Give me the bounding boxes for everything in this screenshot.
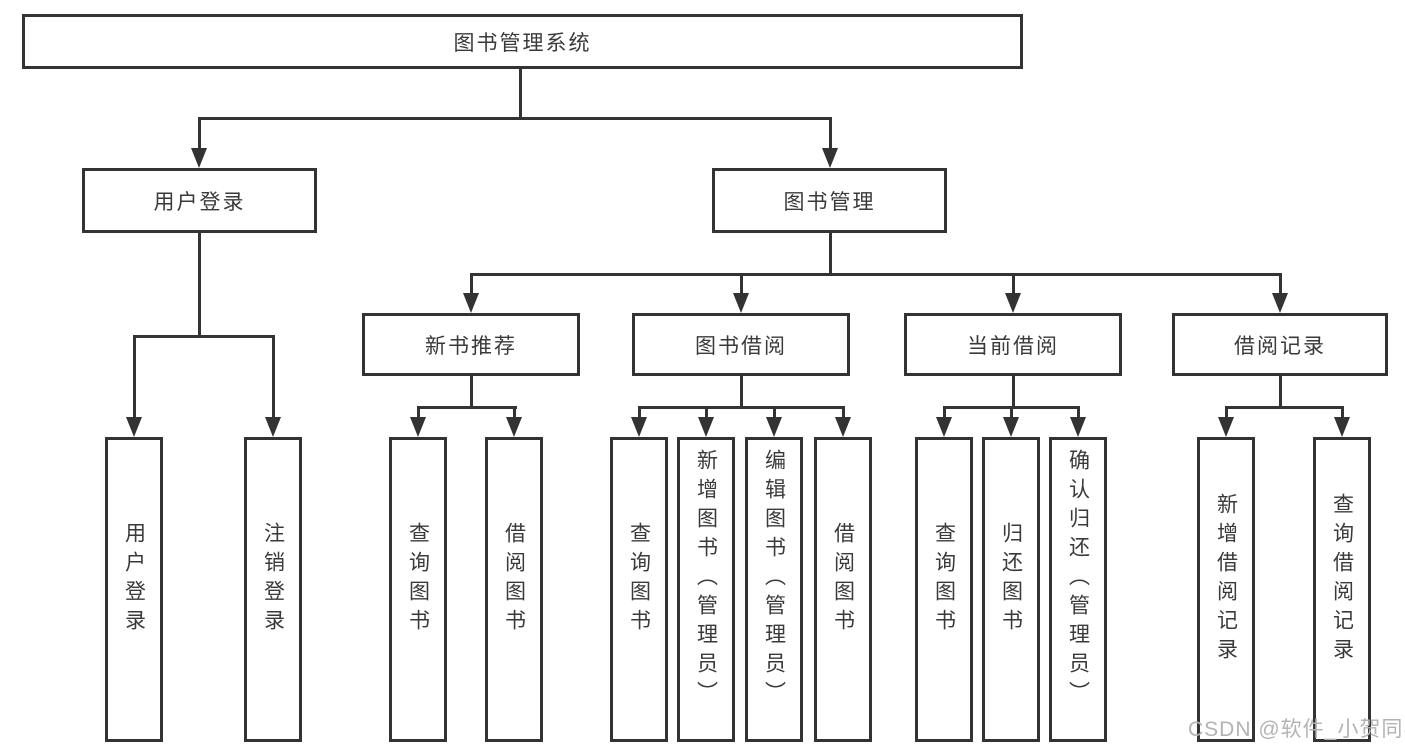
connector-drop-borrow-record xyxy=(1279,273,1282,295)
connector-drop-cb-return xyxy=(1010,406,1013,419)
node-user-login-label: 用户登录 xyxy=(153,190,246,214)
leaf-user-login: 用户登录 xyxy=(105,437,163,742)
arrowhead-book-borrow xyxy=(733,293,749,313)
node-book-borrow: 图书借阅 xyxy=(632,313,850,376)
arrowhead-br-query xyxy=(1334,417,1350,437)
connector-new-book-recommend-branch xyxy=(417,406,517,409)
arrowhead-bb-edit xyxy=(766,417,782,437)
leaf-borrow-edit-book-label: 编辑图书（管理员） xyxy=(762,449,786,710)
connector-drop-book-management xyxy=(829,117,832,150)
leaf-recommend-query-book: 查询图书 xyxy=(389,437,447,742)
node-borrow-record: 借阅记录 xyxy=(1172,313,1388,376)
leaf-record-add-record: 新增借阅记录 xyxy=(1197,437,1255,742)
connector-drop-cb-query xyxy=(943,406,946,419)
leaf-borrow-query-book: 查询图书 xyxy=(610,437,668,742)
csdn-watermark: CSDN @软件_小贺同学 xyxy=(1188,718,1405,741)
leaf-recommend-query-book-label: 查询图书 xyxy=(406,521,430,638)
leaf-borrow-edit-book: 编辑图书（管理员） xyxy=(745,437,803,742)
leaf-current-query-book: 查询图书 xyxy=(915,437,973,742)
node-user-login: 用户登录 xyxy=(82,168,317,233)
arrowhead-recommend-query xyxy=(410,417,426,437)
connector-drop-user-login xyxy=(198,117,201,150)
arrowhead-cb-query xyxy=(936,417,952,437)
leaf-borrow-borrow-book: 借阅图书 xyxy=(814,437,872,742)
connector-drop-bb-add xyxy=(705,406,708,419)
leaf-recommend-borrow-book-label: 借阅图书 xyxy=(502,521,526,638)
connector-book-borrow-stem xyxy=(740,373,743,408)
arrowhead-cb-return xyxy=(1003,417,1019,437)
connector-drop-bb-edit xyxy=(773,406,776,419)
connector-book-management-branch xyxy=(470,273,1282,276)
arrowhead-bb-add xyxy=(698,417,714,437)
arrowhead-user-login xyxy=(191,148,207,168)
leaf-borrow-add-book: 新增图书（管理员） xyxy=(677,437,735,742)
connector-root-branch xyxy=(198,117,832,120)
arrowhead-leaf-logout xyxy=(265,417,281,437)
arrowhead-bb-query xyxy=(631,417,647,437)
connector-drop-br-add xyxy=(1225,406,1228,419)
node-book-management-label: 图书管理 xyxy=(783,190,876,214)
connector-drop-br-query xyxy=(1341,406,1344,419)
connector-user-login-branch xyxy=(133,335,275,338)
connector-drop-new-book-recommend xyxy=(470,273,473,295)
node-root-label: 图书管理系统 xyxy=(453,31,592,55)
arrowhead-current-borrow xyxy=(1005,293,1021,313)
leaf-logout: 注销登录 xyxy=(244,437,302,742)
connector-drop-bb-borrow xyxy=(842,406,845,419)
leaf-recommend-borrow-book: 借阅图书 xyxy=(485,437,543,742)
arrowhead-br-add xyxy=(1218,417,1234,437)
leaf-logout-label: 注销登录 xyxy=(261,521,285,638)
leaf-current-return-book: 归还图书 xyxy=(982,437,1040,742)
arrowhead-book-management xyxy=(822,148,838,168)
leaf-current-query-book-label: 查询图书 xyxy=(932,521,956,638)
node-book-borrow-label: 图书借阅 xyxy=(695,334,787,358)
leaf-current-confirm-return: 确认归还（管理员） xyxy=(1049,437,1107,742)
connector-drop-bb-query xyxy=(638,406,641,419)
connector-borrow-record-stem xyxy=(1279,373,1282,408)
connector-drop-cb-confirm xyxy=(1077,406,1080,419)
connector-drop-leaf-user-login xyxy=(133,335,136,419)
connector-drop-recommend-borrow xyxy=(513,406,516,419)
node-root: 图书管理系统 xyxy=(22,14,1023,69)
connector-drop-book-borrow xyxy=(740,273,743,295)
connector-drop-leaf-logout xyxy=(272,335,275,419)
node-current-borrow-label: 当前借阅 xyxy=(967,334,1059,358)
node-new-book-recommend-label: 新书推荐 xyxy=(425,334,517,358)
leaf-borrow-add-book-label: 新增图书（管理员） xyxy=(694,449,718,710)
connector-current-borrow-stem xyxy=(1012,373,1015,408)
leaf-current-return-book-label: 归还图书 xyxy=(999,521,1023,638)
connector-book-management-stem xyxy=(829,230,832,275)
leaf-record-query-record-label: 查询借阅记录 xyxy=(1330,492,1354,667)
leaf-borrow-borrow-book-label: 借阅图书 xyxy=(831,521,855,638)
connector-drop-current-borrow xyxy=(1012,273,1015,295)
node-book-management: 图书管理 xyxy=(712,168,947,233)
node-current-borrow: 当前借阅 xyxy=(904,313,1122,376)
leaf-record-query-record: 查询借阅记录 xyxy=(1313,437,1371,742)
leaf-current-confirm-return-label: 确认归还（管理员） xyxy=(1066,449,1090,710)
arrowhead-recommend-borrow xyxy=(506,417,522,437)
connector-root-stem xyxy=(519,67,522,118)
connector-new-book-recommend-stem xyxy=(470,373,473,408)
arrowhead-new-book-recommend xyxy=(463,293,479,313)
arrowhead-leaf-user-login xyxy=(126,417,142,437)
arrowhead-borrow-record xyxy=(1272,293,1288,313)
leaf-user-login-label: 用户登录 xyxy=(122,521,146,638)
node-borrow-record-label: 借阅记录 xyxy=(1234,334,1326,358)
leaf-record-add-record-label: 新增借阅记录 xyxy=(1214,492,1238,667)
connector-drop-recommend-query xyxy=(417,406,420,419)
connector-borrow-record-branch xyxy=(1225,406,1344,409)
arrowhead-bb-borrow xyxy=(835,417,851,437)
connector-book-borrow-branch xyxy=(638,406,845,409)
node-new-book-recommend: 新书推荐 xyxy=(362,313,580,376)
arrowhead-cb-confirm xyxy=(1070,417,1086,437)
connector-user-login-stem xyxy=(198,230,201,335)
leaf-borrow-query-book-label: 查询图书 xyxy=(627,521,651,638)
